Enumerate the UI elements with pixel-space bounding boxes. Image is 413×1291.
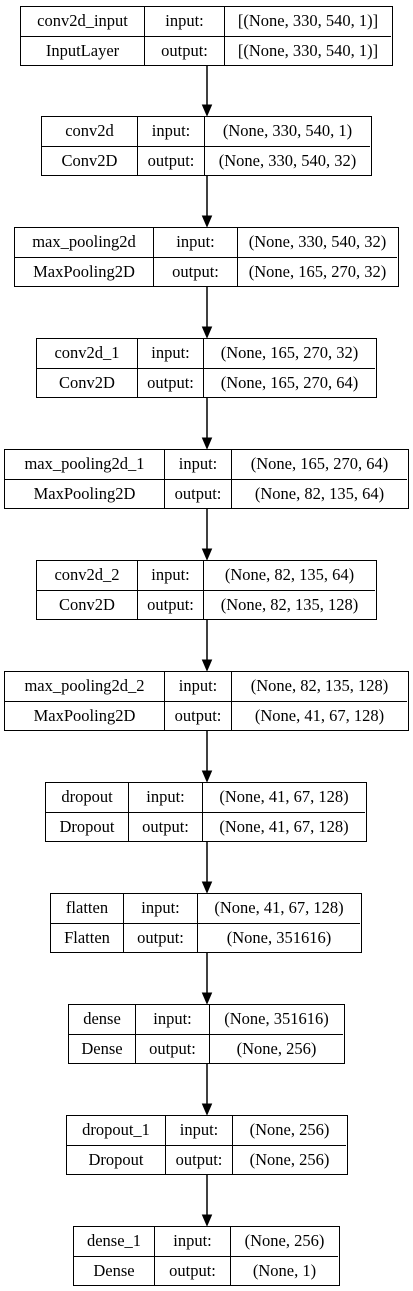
input-label: input: <box>144 7 224 36</box>
output-label: output: <box>144 36 224 65</box>
input-shape: (None, 330, 540, 1) <box>204 117 370 146</box>
output-label: output: <box>154 1256 230 1285</box>
input-label: input: <box>164 450 231 479</box>
layer-type: Conv2D <box>42 146 137 175</box>
layer-node: conv2d_input input:[(None, 330, 540, 1)] I… <box>20 6 393 66</box>
output-label: output: <box>123 923 197 952</box>
output-label: output: <box>164 701 231 730</box>
output-label: output: <box>135 1034 209 1063</box>
output-shape: (None, 256) <box>232 1145 346 1174</box>
arrow-connector <box>201 1175 213 1227</box>
layer-node: conv2d_1 input:(None, 165, 270, 32) Conv2D… <box>36 338 377 398</box>
layer-name: max_pooling2d_2 <box>24 676 145 696</box>
arrow-connector <box>201 176 213 228</box>
input-shape: (None, 82, 135, 64) <box>203 561 375 590</box>
arrow-connector <box>201 66 213 117</box>
output-label: output: <box>164 479 231 508</box>
layer-type: Conv2D <box>37 368 137 397</box>
input-label: input: <box>137 339 203 368</box>
layer-type: Dropout <box>67 1145 165 1174</box>
layer-type: Dense <box>74 1256 154 1285</box>
input-label: input: <box>137 561 203 590</box>
output-label: output: <box>165 1145 232 1174</box>
output-shape: [(None, 330, 540, 1)] <box>224 36 391 65</box>
layer-node: max_pooling2d input:(None, 330, 540, 32) M… <box>14 227 399 287</box>
input-label: input: <box>164 672 231 701</box>
layer-name: conv2d_1 <box>54 343 120 363</box>
output-label: output: <box>137 368 203 397</box>
arrow-connector <box>201 731 213 783</box>
input-label: input: <box>154 1227 230 1256</box>
output-shape: (None, 256) <box>209 1034 343 1063</box>
arrow-connector <box>201 509 213 561</box>
arrow-connector <box>201 953 213 1005</box>
input-shape: (None, 351616) <box>209 1005 343 1034</box>
input-shape: (None, 41, 67, 128) <box>197 894 360 923</box>
layer-name: dense <box>83 1009 121 1029</box>
output-shape: (None, 41, 67, 128) <box>231 701 407 730</box>
output-label: output: <box>137 146 204 175</box>
input-shape: (None, 256) <box>230 1227 338 1256</box>
layer-type: MaxPooling2D <box>5 701 164 730</box>
layer-type: Conv2D <box>37 590 137 619</box>
input-shape: (None, 330, 540, 32) <box>237 228 397 257</box>
input-label: input: <box>123 894 197 923</box>
input-label: input: <box>135 1005 209 1034</box>
output-shape: (None, 351616) <box>197 923 360 952</box>
output-shape: (None, 165, 270, 64) <box>203 368 375 397</box>
input-label: input: <box>137 117 204 146</box>
output-shape: (None, 1) <box>230 1256 338 1285</box>
layer-type: Flatten <box>51 923 123 952</box>
output-shape: (None, 330, 540, 32) <box>204 146 370 175</box>
input-shape: (None, 165, 270, 32) <box>203 339 375 368</box>
layer-type: InputLayer <box>21 36 144 65</box>
layer-name: max_pooling2d_1 <box>24 454 145 474</box>
arrow-connector <box>201 842 213 894</box>
output-label: output: <box>137 590 203 619</box>
layer-name: dropout_1 <box>82 1120 150 1140</box>
arrow-connector <box>201 1064 213 1116</box>
input-label: input: <box>165 1116 232 1145</box>
input-shape: [(None, 330, 540, 1)] <box>224 7 391 36</box>
layer-type: MaxPooling2D <box>15 257 153 286</box>
layer-type: Dense <box>69 1034 135 1063</box>
output-shape: (None, 165, 270, 32) <box>237 257 397 286</box>
layer-node: max_pooling2d_1 input:(None, 165, 270, 64… <box>4 449 409 509</box>
layer-name: conv2d <box>65 121 114 141</box>
layer-name: max_pooling2d <box>32 232 136 252</box>
output-shape: (None, 82, 135, 64) <box>231 479 407 508</box>
layer-name: conv2d_2 <box>54 565 120 585</box>
arrow-connector <box>201 620 213 672</box>
layer-name: conv2d_input <box>37 11 128 31</box>
layer-type: MaxPooling2D <box>5 479 164 508</box>
layer-node: max_pooling2d_2 input:(None, 82, 135, 128… <box>4 671 409 731</box>
input-shape: (None, 256) <box>232 1116 346 1145</box>
output-label: output: <box>128 812 202 841</box>
layer-type: Dropout <box>46 812 128 841</box>
output-shape: (None, 82, 135, 128) <box>203 590 375 619</box>
input-label: input: <box>153 228 237 257</box>
input-shape: (None, 82, 135, 128) <box>231 672 407 701</box>
layer-name: dense_1 <box>86 1231 142 1251</box>
output-label: output: <box>153 257 237 286</box>
input-shape: (None, 41, 67, 128) <box>202 783 365 812</box>
arrow-connector <box>201 398 213 450</box>
output-shape: (None, 41, 67, 128) <box>202 812 365 841</box>
layer-name: flatten <box>65 898 109 918</box>
layer-name: dropout <box>61 787 113 807</box>
input-shape: (None, 165, 270, 64) <box>231 450 407 479</box>
arrow-connector <box>201 287 213 339</box>
input-label: input: <box>128 783 202 812</box>
